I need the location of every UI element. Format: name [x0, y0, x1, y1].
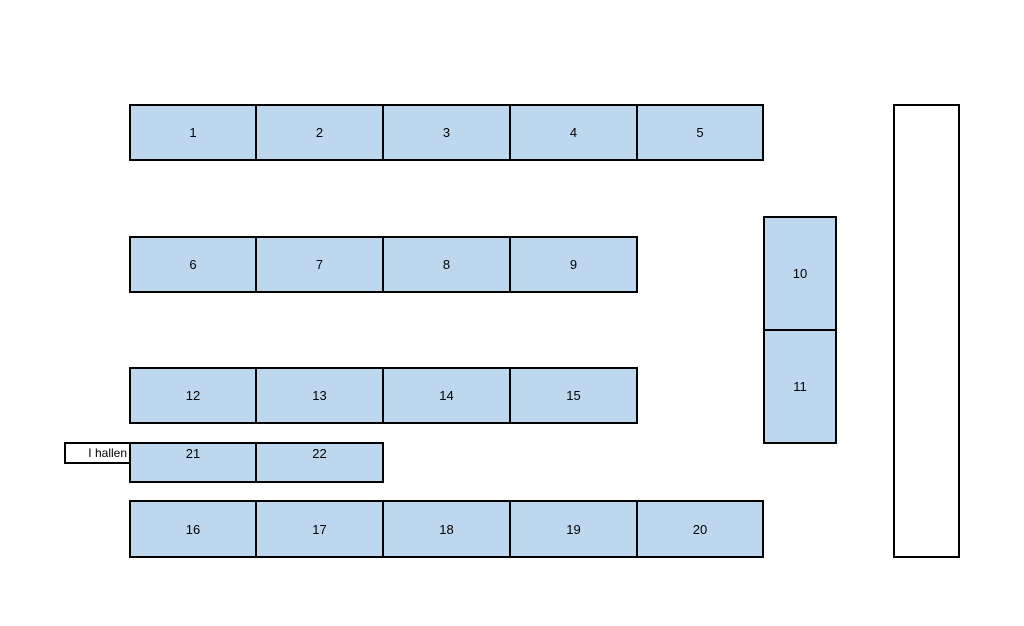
booth-1[interactable]: 1 — [129, 104, 257, 161]
booth-21[interactable]: 21 — [129, 442, 257, 483]
booth-3[interactable]: 3 — [382, 104, 511, 161]
booth-5[interactable]: 5 — [636, 104, 764, 161]
empty-area — [893, 104, 960, 558]
booth-10[interactable]: 10 — [763, 216, 837, 331]
booth-7[interactable]: 7 — [255, 236, 384, 293]
booth-15[interactable]: 15 — [509, 367, 638, 424]
booth-9[interactable]: 9 — [509, 236, 638, 293]
hall-label: I hallen — [64, 442, 131, 464]
booth-20[interactable]: 20 — [636, 500, 764, 558]
booth-6[interactable]: 6 — [129, 236, 257, 293]
booth-16[interactable]: 16 — [129, 500, 257, 558]
booth-17[interactable]: 17 — [255, 500, 384, 558]
booth-14[interactable]: 14 — [382, 367, 511, 424]
booth-13[interactable]: 13 — [255, 367, 384, 424]
booth-22[interactable]: 22 — [255, 442, 384, 483]
booth-18[interactable]: 18 — [382, 500, 511, 558]
booth-12[interactable]: 12 — [129, 367, 257, 424]
booth-19[interactable]: 19 — [509, 500, 638, 558]
booth-11[interactable]: 11 — [763, 329, 837, 444]
booth-4[interactable]: 4 — [509, 104, 638, 161]
booth-2[interactable]: 2 — [255, 104, 384, 161]
booth-8[interactable]: 8 — [382, 236, 511, 293]
